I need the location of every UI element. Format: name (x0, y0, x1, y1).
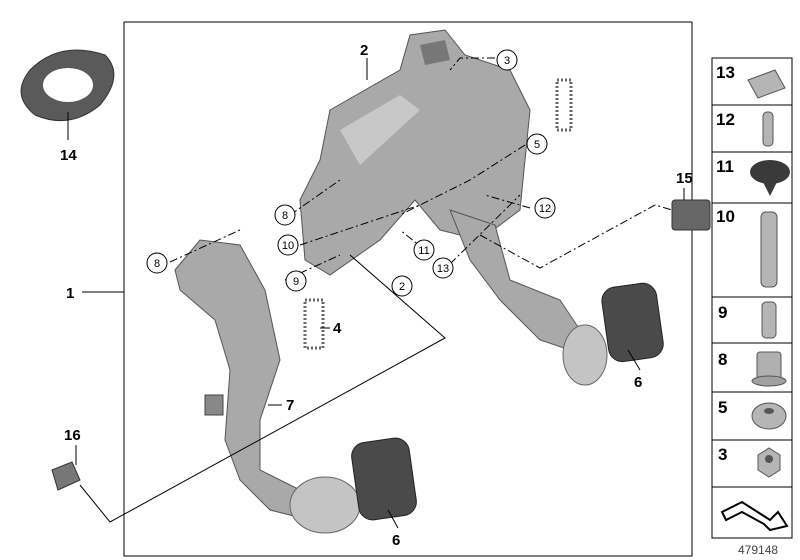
svg-text:8: 8 (282, 210, 288, 222)
return-spring (303, 298, 325, 350)
part-cell-8: 8 (718, 350, 787, 387)
circled-callout-9: 9 (285, 270, 307, 292)
brake-pedal (449, 209, 608, 386)
circled-callout-11: 11 (413, 239, 435, 261)
clutch-pedal (174, 239, 361, 534)
pivot-pin-icon (760, 211, 778, 288)
svg-text:11: 11 (716, 157, 734, 176)
part-cell-10: 10 (716, 207, 778, 288)
part-cell-13: 13 (716, 63, 786, 99)
svg-text:8: 8 (718, 350, 727, 369)
brake-light-switch (671, 199, 711, 231)
svg-text:10: 10 (282, 240, 294, 252)
pin-icon (762, 111, 774, 147)
svg-text:3: 3 (504, 55, 510, 67)
circled-callout-13: 13 (432, 257, 454, 279)
callout-15: 15 (676, 170, 693, 187)
part-cell-5: 5 (718, 398, 787, 430)
circled-callout-8-upper: 8 (274, 204, 296, 226)
callout-6-right: 6 (634, 374, 642, 391)
part-cell-11: 11 (716, 157, 790, 196)
part-cell-12: 12 (716, 110, 774, 147)
svg-text:9: 9 (293, 276, 299, 288)
callout-2: 2 (360, 42, 368, 59)
gasket-ring (20, 49, 115, 122)
callout-1: 1 (66, 285, 74, 302)
pedal-pad-left (351, 437, 417, 521)
circled-callout-3: 3 (496, 49, 518, 71)
reference-number: 479148 (738, 543, 778, 557)
svg-text:12: 12 (539, 203, 551, 215)
pedal-bracket (299, 29, 531, 276)
svg-text:10: 10 (716, 207, 735, 226)
svg-text:3: 3 (718, 445, 727, 464)
clip-part (51, 461, 81, 491)
circled-callout-8-lower: 8 (146, 252, 168, 274)
svg-text:8: 8 (154, 258, 160, 270)
svg-text:5: 5 (718, 398, 727, 417)
circled-callout-2: 2 (391, 275, 413, 297)
clip-icon (747, 69, 786, 99)
sleeve-pin-icon (761, 301, 777, 339)
svg-text:2: 2 (399, 281, 405, 293)
svg-text:9: 9 (718, 303, 727, 322)
svg-text:12: 12 (716, 110, 735, 129)
part-cell-arrow (720, 500, 789, 532)
callout-6-left: 6 (392, 532, 400, 549)
main-frame (123, 21, 693, 557)
circled-callout-12: 12 (534, 197, 556, 219)
svg-text:11: 11 (418, 245, 429, 257)
svg-text:13: 13 (716, 63, 735, 82)
part-cell-3: 3 (718, 445, 781, 478)
callout-4: 4 (333, 320, 342, 337)
circled-callout-10: 10 (277, 234, 299, 256)
grommet-icon (751, 402, 787, 430)
svg-text:5: 5 (534, 139, 540, 151)
callout-16: 16 (64, 427, 81, 444)
callout-14: 14 (60, 147, 77, 164)
pedal-pad-right (601, 282, 664, 363)
rubber-buffer-icon (750, 160, 790, 184)
svg-text:13: 13 (437, 263, 449, 275)
circled-callout-5: 5 (526, 133, 548, 155)
parts-column: 13 12 11 10 9 8 5 3 (711, 57, 793, 539)
part-cell-9: 9 (718, 301, 777, 339)
arrow-icon (720, 500, 789, 532)
callout-7: 7 (286, 397, 294, 414)
tension-spring (555, 78, 573, 132)
